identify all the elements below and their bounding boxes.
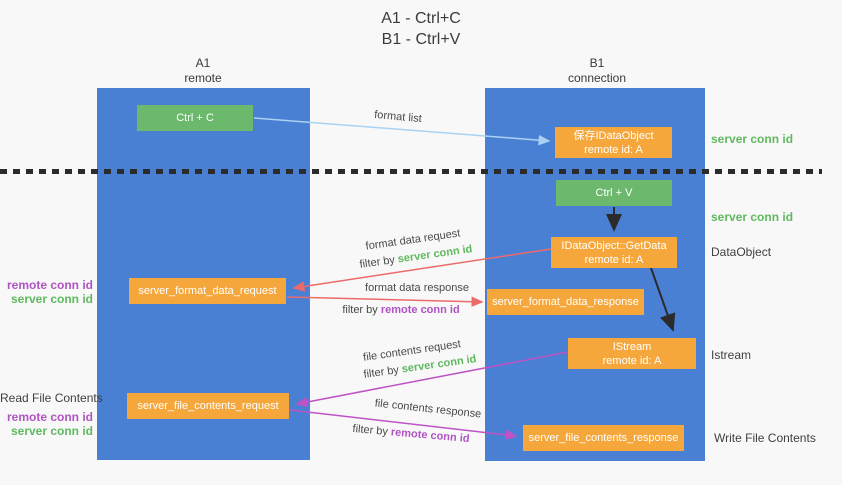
server-file-contents-response-box: server_file_contents_response bbox=[523, 425, 684, 451]
ctrl-v-label: Ctrl + V bbox=[595, 187, 633, 199]
istream-line1: IStream bbox=[612, 340, 652, 353]
lane-b1-role: connection bbox=[567, 71, 627, 85]
left-server-conn-id-2: server conn id bbox=[10, 424, 93, 438]
istream-line2: remote id: A bbox=[602, 354, 662, 367]
format-data-response-arrow bbox=[286, 296, 484, 307]
format-response-label: server_format_data_response bbox=[492, 296, 639, 308]
lane-a1-name: A1 bbox=[195, 56, 211, 70]
right-dataobject-label: DataObject bbox=[711, 245, 772, 259]
file-request-label: server_file_contents_request bbox=[137, 400, 279, 412]
phase-separator-dotted-line bbox=[0, 169, 822, 174]
getdata-line2: remote id: A bbox=[584, 253, 644, 266]
getdata-line1: IDataObject::GetData bbox=[561, 239, 667, 252]
lane-header-b1: B1 connection bbox=[527, 56, 667, 86]
server-file-contents-request-box: server_file_contents_request bbox=[127, 393, 289, 419]
lane-a1-role: remote bbox=[184, 71, 222, 85]
lane-b1-name: B1 bbox=[589, 56, 605, 70]
format-list-arrow bbox=[253, 117, 551, 146]
save-idataobject-line2: remote id: A bbox=[584, 143, 643, 156]
save-idataobject-line1: 保存IDataObject bbox=[573, 129, 654, 142]
lane-header-a1: A1 remote bbox=[133, 56, 273, 86]
server-format-data-request-box: server_format_data_request bbox=[129, 278, 286, 304]
ctrl-c-box: Ctrl + C bbox=[137, 105, 253, 131]
diagram-title: A1 - Ctrl+C B1 - Ctrl+V bbox=[0, 8, 842, 50]
right-istream-label: Istream bbox=[711, 348, 752, 362]
getdata-to-istream-arrow bbox=[650, 267, 676, 332]
ctrl-c-label: Ctrl + C bbox=[176, 112, 214, 124]
server-format-data-response-box: server_format_data_response bbox=[487, 289, 644, 315]
idataobject-getdata-box: IDataObject::GetData remote id: A bbox=[551, 237, 677, 268]
title-line-1: A1 - Ctrl+C bbox=[381, 10, 461, 27]
file-contents-request-arrow bbox=[295, 351, 569, 408]
file-response-label: server_file_contents_response bbox=[528, 432, 679, 444]
filter-by-text-2: filter by bbox=[342, 304, 381, 316]
right-write-file-contents-label: Write File Contents bbox=[714, 431, 816, 445]
title-line-2: B1 - Ctrl+V bbox=[381, 31, 461, 48]
format-data-response-filter-label: filter by remote conn id bbox=[340, 304, 462, 316]
right-server-conn-id-2: server conn id bbox=[711, 210, 794, 224]
file-contents-response-arrow bbox=[289, 409, 518, 441]
format-data-request-arrow bbox=[292, 248, 552, 292]
save-idataobject-box: 保存IDataObject remote id: A bbox=[555, 127, 672, 158]
istream-box: IStream remote id: A bbox=[568, 338, 696, 369]
left-remote-conn-id-2: remote conn id bbox=[6, 410, 93, 424]
right-server-conn-id-1: server conn id bbox=[711, 132, 794, 146]
format-request-label: server_format_data_request bbox=[138, 285, 277, 297]
format-data-response-label: format data response bbox=[365, 282, 469, 294]
left-remote-conn-id-1: remote conn id bbox=[6, 278, 93, 292]
remote-conn-id-text-1: remote conn id bbox=[380, 304, 460, 316]
left-read-file-contents-label: Read File Contents bbox=[0, 391, 103, 405]
left-server-conn-id-1: server conn id bbox=[10, 292, 93, 306]
ctrl-v-box: Ctrl + V bbox=[556, 180, 672, 206]
